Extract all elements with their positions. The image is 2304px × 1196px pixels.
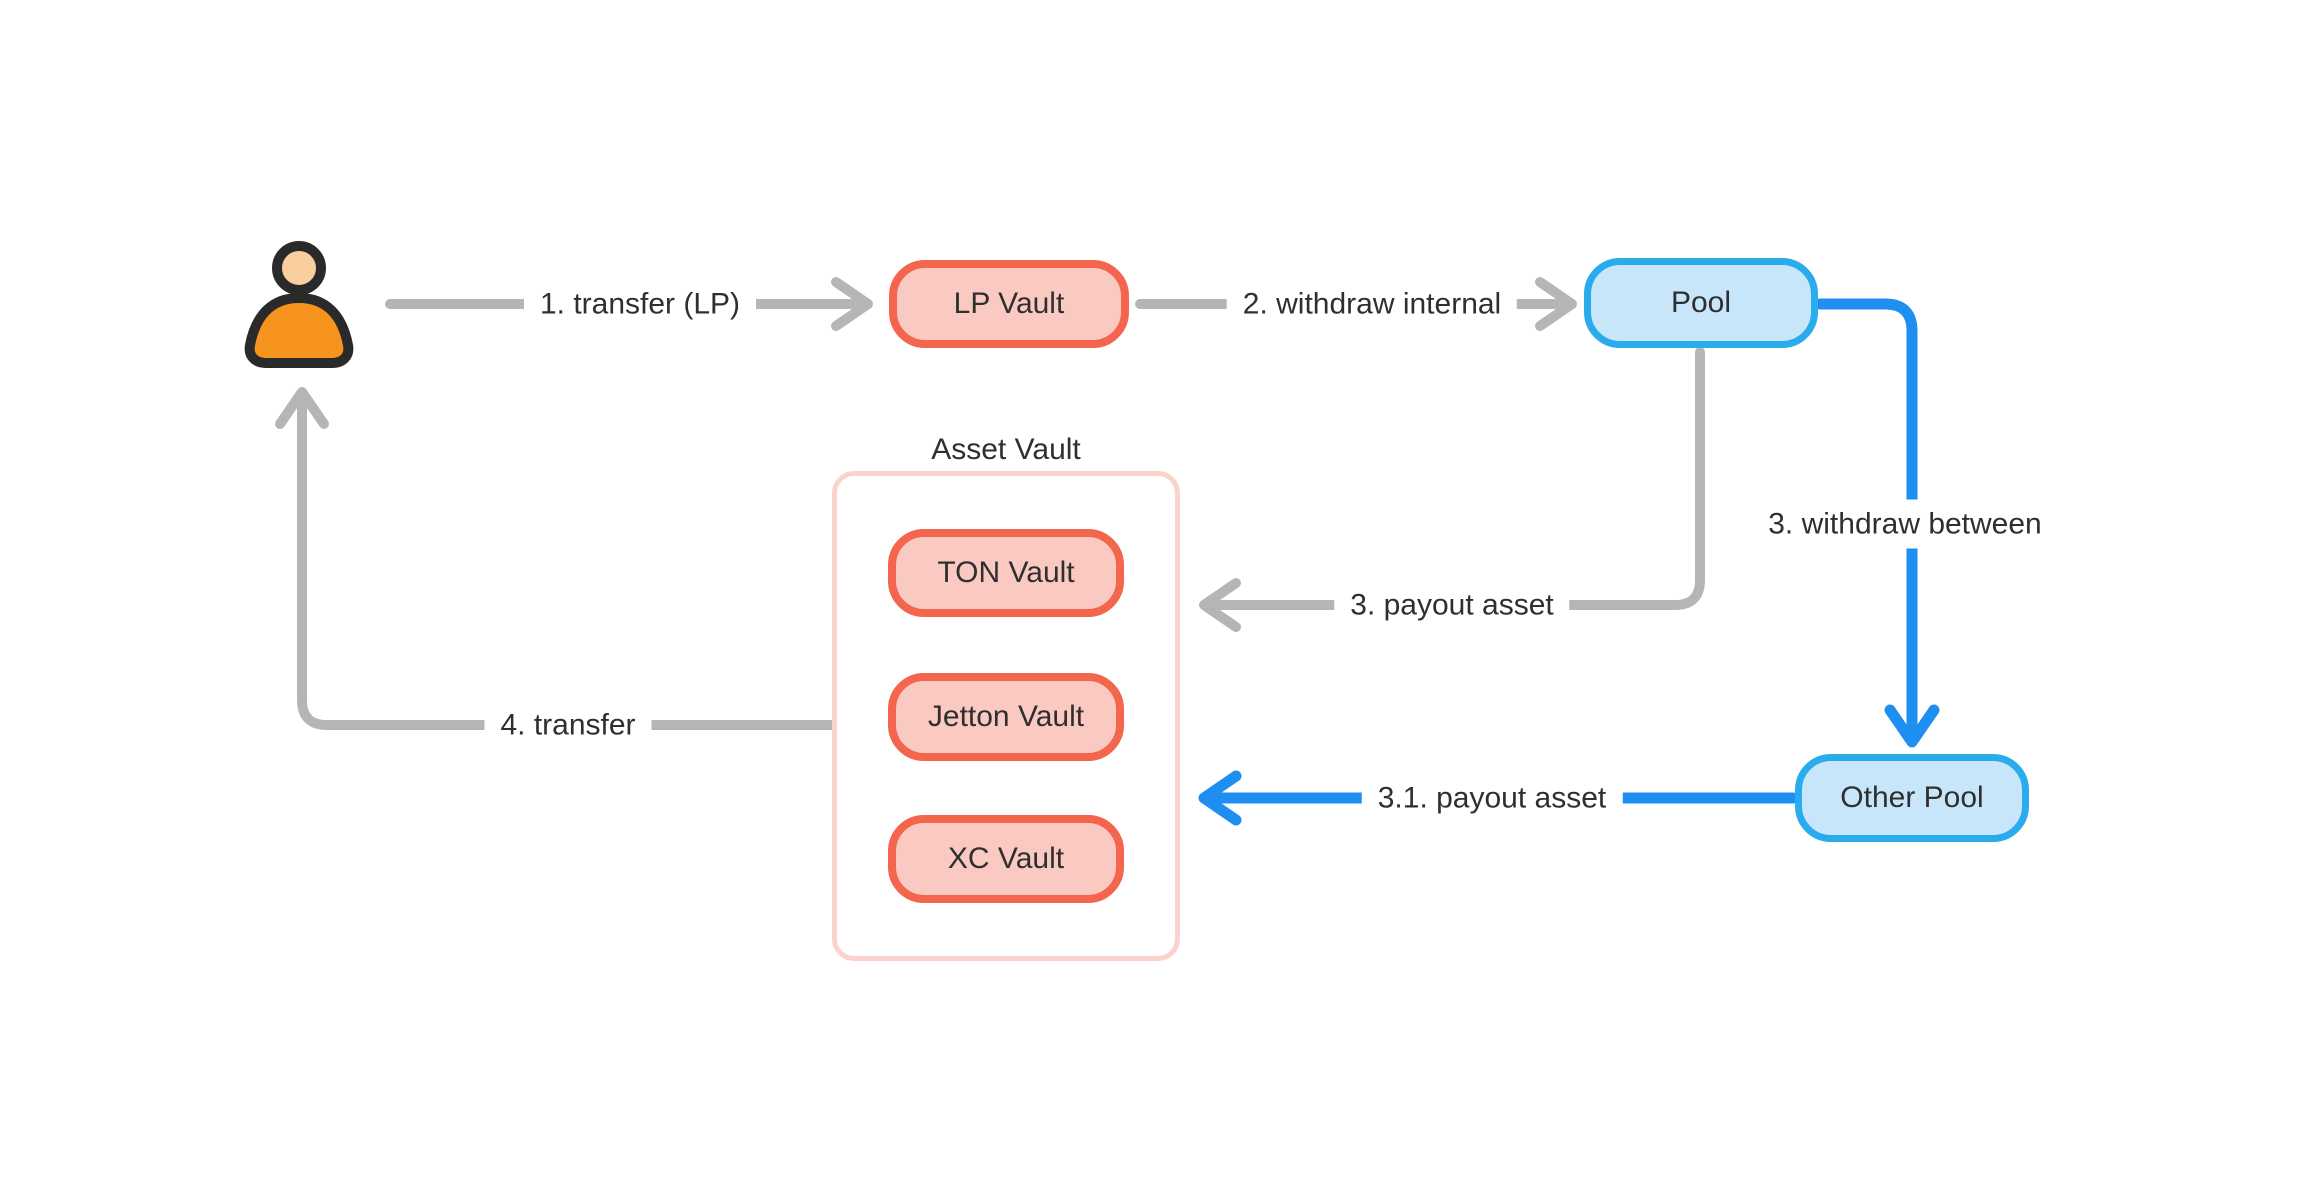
arrow-transfer-back — [275, 387, 837, 730]
edge-label-payout-asset-31: 3.1. payout asset — [1361, 773, 1623, 823]
asset-vault-title: Asset Vault — [931, 433, 1081, 466]
person-icon — [244, 241, 354, 368]
edge-label-payout-asset: 3. payout asset — [1334, 580, 1570, 630]
node-other-pool: Other Pool — [1795, 754, 2029, 842]
node-xc-vault: XC Vault — [888, 815, 1124, 903]
edge-label-withdraw-between: 3. withdraw between — [1752, 499, 2058, 549]
ton-vault-label: TON Vault — [937, 556, 1075, 589]
node-jetton-vault: Jetton Vault — [888, 673, 1124, 761]
node-pool: Pool — [1584, 258, 1818, 348]
xc-vault-label: XC Vault — [947, 842, 1065, 875]
edge-label-transfer-lp: 1. transfer (LP) — [523, 279, 757, 329]
other-pool-label: Other Pool — [1840, 781, 1984, 814]
arrow-payout-asset — [1199, 347, 1705, 632]
lp-vault-label: LP Vault — [953, 287, 1065, 320]
pool-label: Pool — [1670, 286, 1732, 319]
edge-label-transfer-back: 4. transfer — [484, 700, 652, 750]
node-lp-vault: LP Vault — [889, 260, 1129, 348]
jetton-vault-label: Jetton Vault — [927, 700, 1085, 733]
arrow-withdraw-between — [1814, 298, 1940, 748]
node-ton-vault: TON Vault — [888, 529, 1124, 617]
edge-label-withdraw-internal: 2. withdraw internal — [1226, 279, 1518, 329]
